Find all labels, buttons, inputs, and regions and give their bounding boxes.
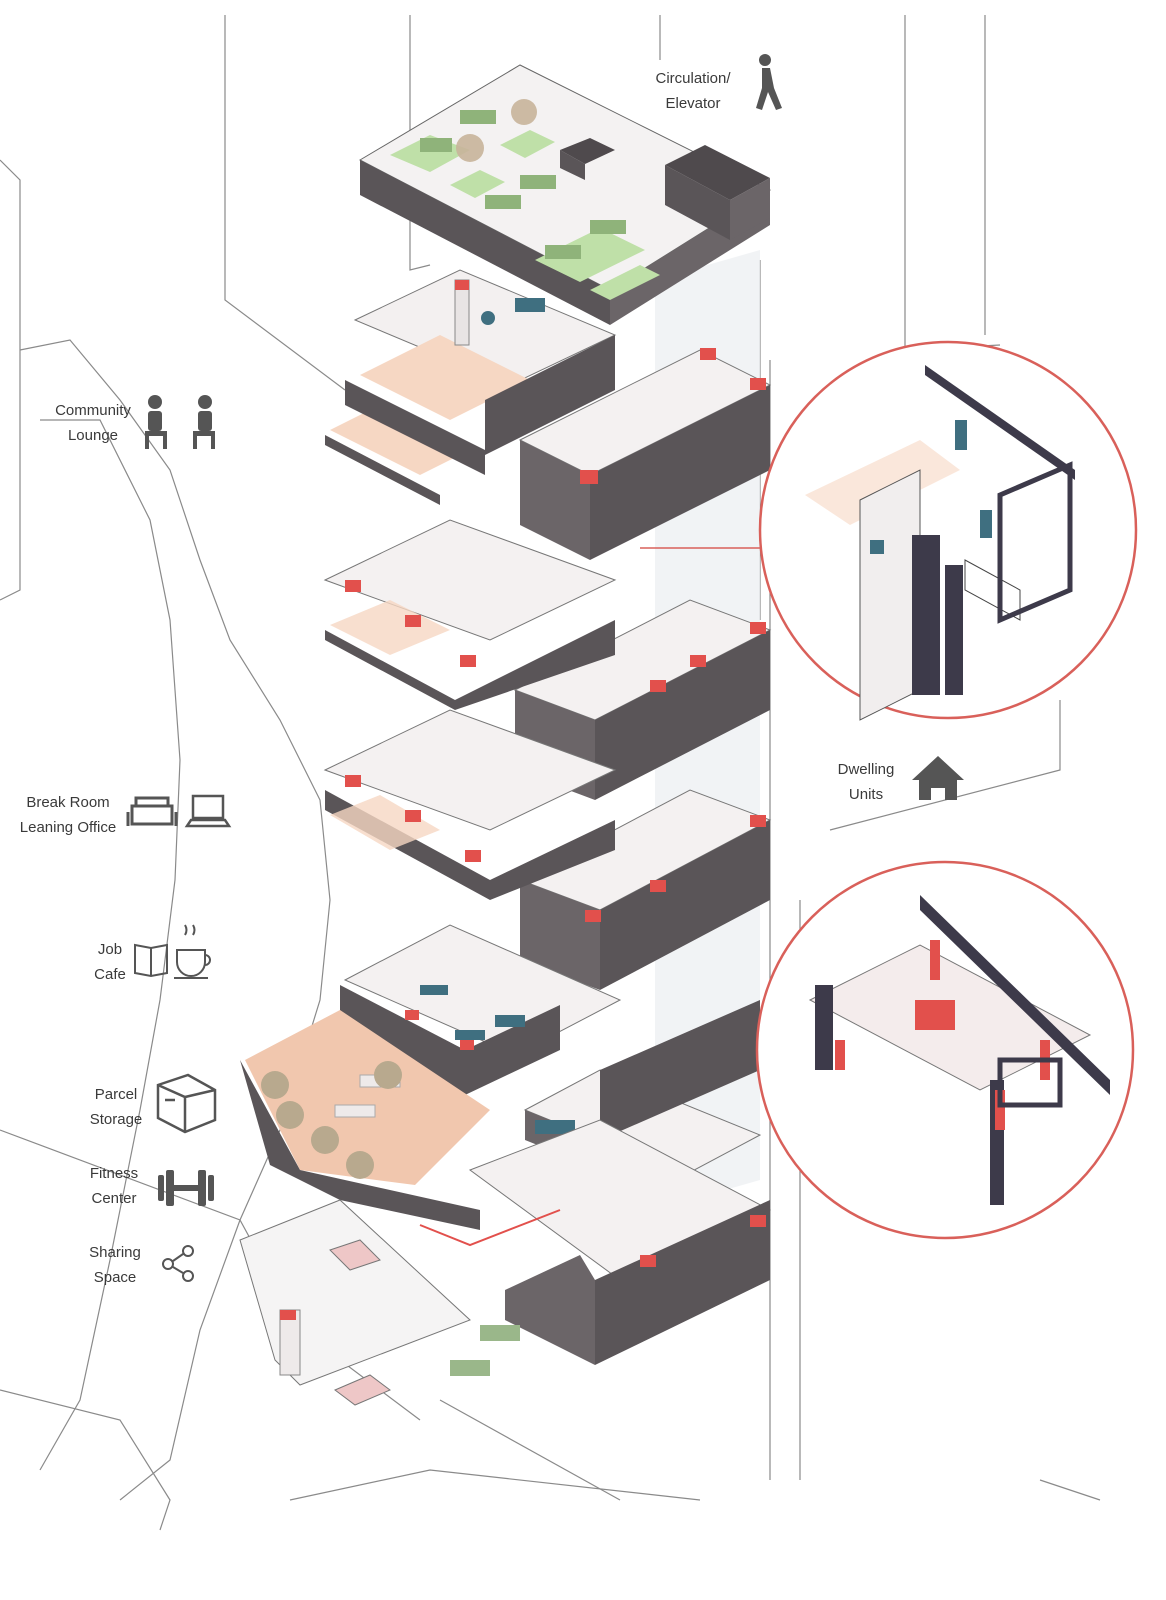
ground-parking-level <box>239 1119 772 1406</box>
jobcafe-label-line1: Job <box>97 941 123 958</box>
breakroom-label-line1: Break Room <box>26 794 110 811</box>
parcel-label-line1: Parcel <box>94 1086 138 1103</box>
job-cafe-label: Job Cafe <box>84 937 136 987</box>
roof-garden-slab <box>358 64 772 325</box>
detail-callout-upper <box>640 340 1138 721</box>
fitness-label-line2: Center <box>91 1190 137 1207</box>
parcel-box-icon <box>156 1073 217 1134</box>
community-label-line2: Lounge <box>67 427 119 444</box>
sharing-label-line1: Sharing <box>89 1244 141 1261</box>
circulation-label-line1: Circulation/ <box>655 70 731 87</box>
fitness-label-line1: Fitness <box>89 1165 139 1182</box>
parcel-storage-label: Parcel Storage <box>84 1082 148 1132</box>
dwelling-label-line2: Units <box>848 786 884 803</box>
community-label-line1: Community <box>55 402 131 419</box>
community-lounge-level <box>325 269 617 505</box>
circulation-label-line2: Elevator <box>665 95 721 112</box>
breakroom-label-line2: Leaning Office <box>19 819 117 836</box>
left-unit-floors <box>323 519 617 900</box>
coffee-cup-icon <box>174 924 211 979</box>
dwelling-unit-blocks <box>513 348 772 990</box>
jobcafe-label-line2: Cafe <box>94 966 126 983</box>
dwelling-label-line1: Dwelling <box>837 761 895 778</box>
community-lounge-label: Community Lounge <box>50 398 136 448</box>
seated-people-icon <box>145 395 215 449</box>
house-icon <box>912 756 964 800</box>
dwelling-units-label: Dwelling Units <box>830 757 902 807</box>
detail-callout-lower <box>755 860 1135 1240</box>
circulation-elevator-label: Circulation/ Elevator <box>648 66 738 116</box>
courtyard-terrace <box>240 1010 490 1230</box>
fitness-center-label: Fitness Center <box>84 1161 144 1211</box>
sofa-icon <box>126 796 178 826</box>
breakroom-office-label: Break Room Leaning Office <box>14 790 122 840</box>
walking-person-icon <box>756 54 782 110</box>
parcel-label-line2: Storage <box>89 1111 143 1128</box>
laptop-icon <box>184 794 232 828</box>
dumbbell-icon <box>158 1170 214 1206</box>
sharing-space-label: Sharing Space <box>84 1240 146 1290</box>
sharing-label-line2: Space <box>93 1269 137 1286</box>
share-icon <box>162 1245 194 1282</box>
book-icon <box>134 943 168 978</box>
